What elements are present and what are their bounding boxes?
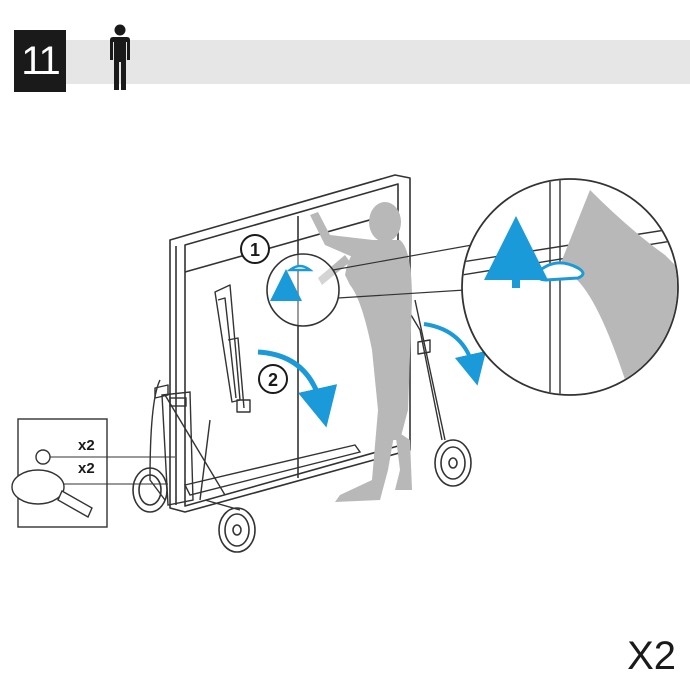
latch-highlight-circle (266, 253, 340, 327)
step-header-bar (14, 40, 690, 84)
person-icon (110, 24, 130, 90)
ball-quantity: x2 (78, 437, 95, 454)
magnifier-connector (332, 244, 473, 299)
step-2-label: 2 (268, 370, 278, 390)
base-assembly (161, 391, 362, 511)
step-2-marker: 2 (258, 364, 288, 394)
person-figure (310, 202, 412, 502)
wheel-left (132, 467, 168, 513)
step-1-marker: 1 (240, 234, 270, 264)
step-1-label: 1 (250, 240, 260, 260)
magnifier-circle (461, 178, 679, 396)
rotate-arrow-icon (257, 349, 338, 428)
rotate-arrow-right (423, 322, 487, 386)
latch-handle-small (286, 264, 314, 272)
accessory-box (11, 418, 175, 528)
repeat-multiplier: X2 (627, 634, 676, 678)
wheel-right (434, 439, 472, 487)
ping-pong-ball-icon (35, 449, 51, 465)
paddle-quantity: x2 (78, 460, 95, 477)
paddle-icon (11, 469, 93, 518)
wheel-front (218, 507, 256, 553)
step-number: 11 (14, 30, 66, 92)
